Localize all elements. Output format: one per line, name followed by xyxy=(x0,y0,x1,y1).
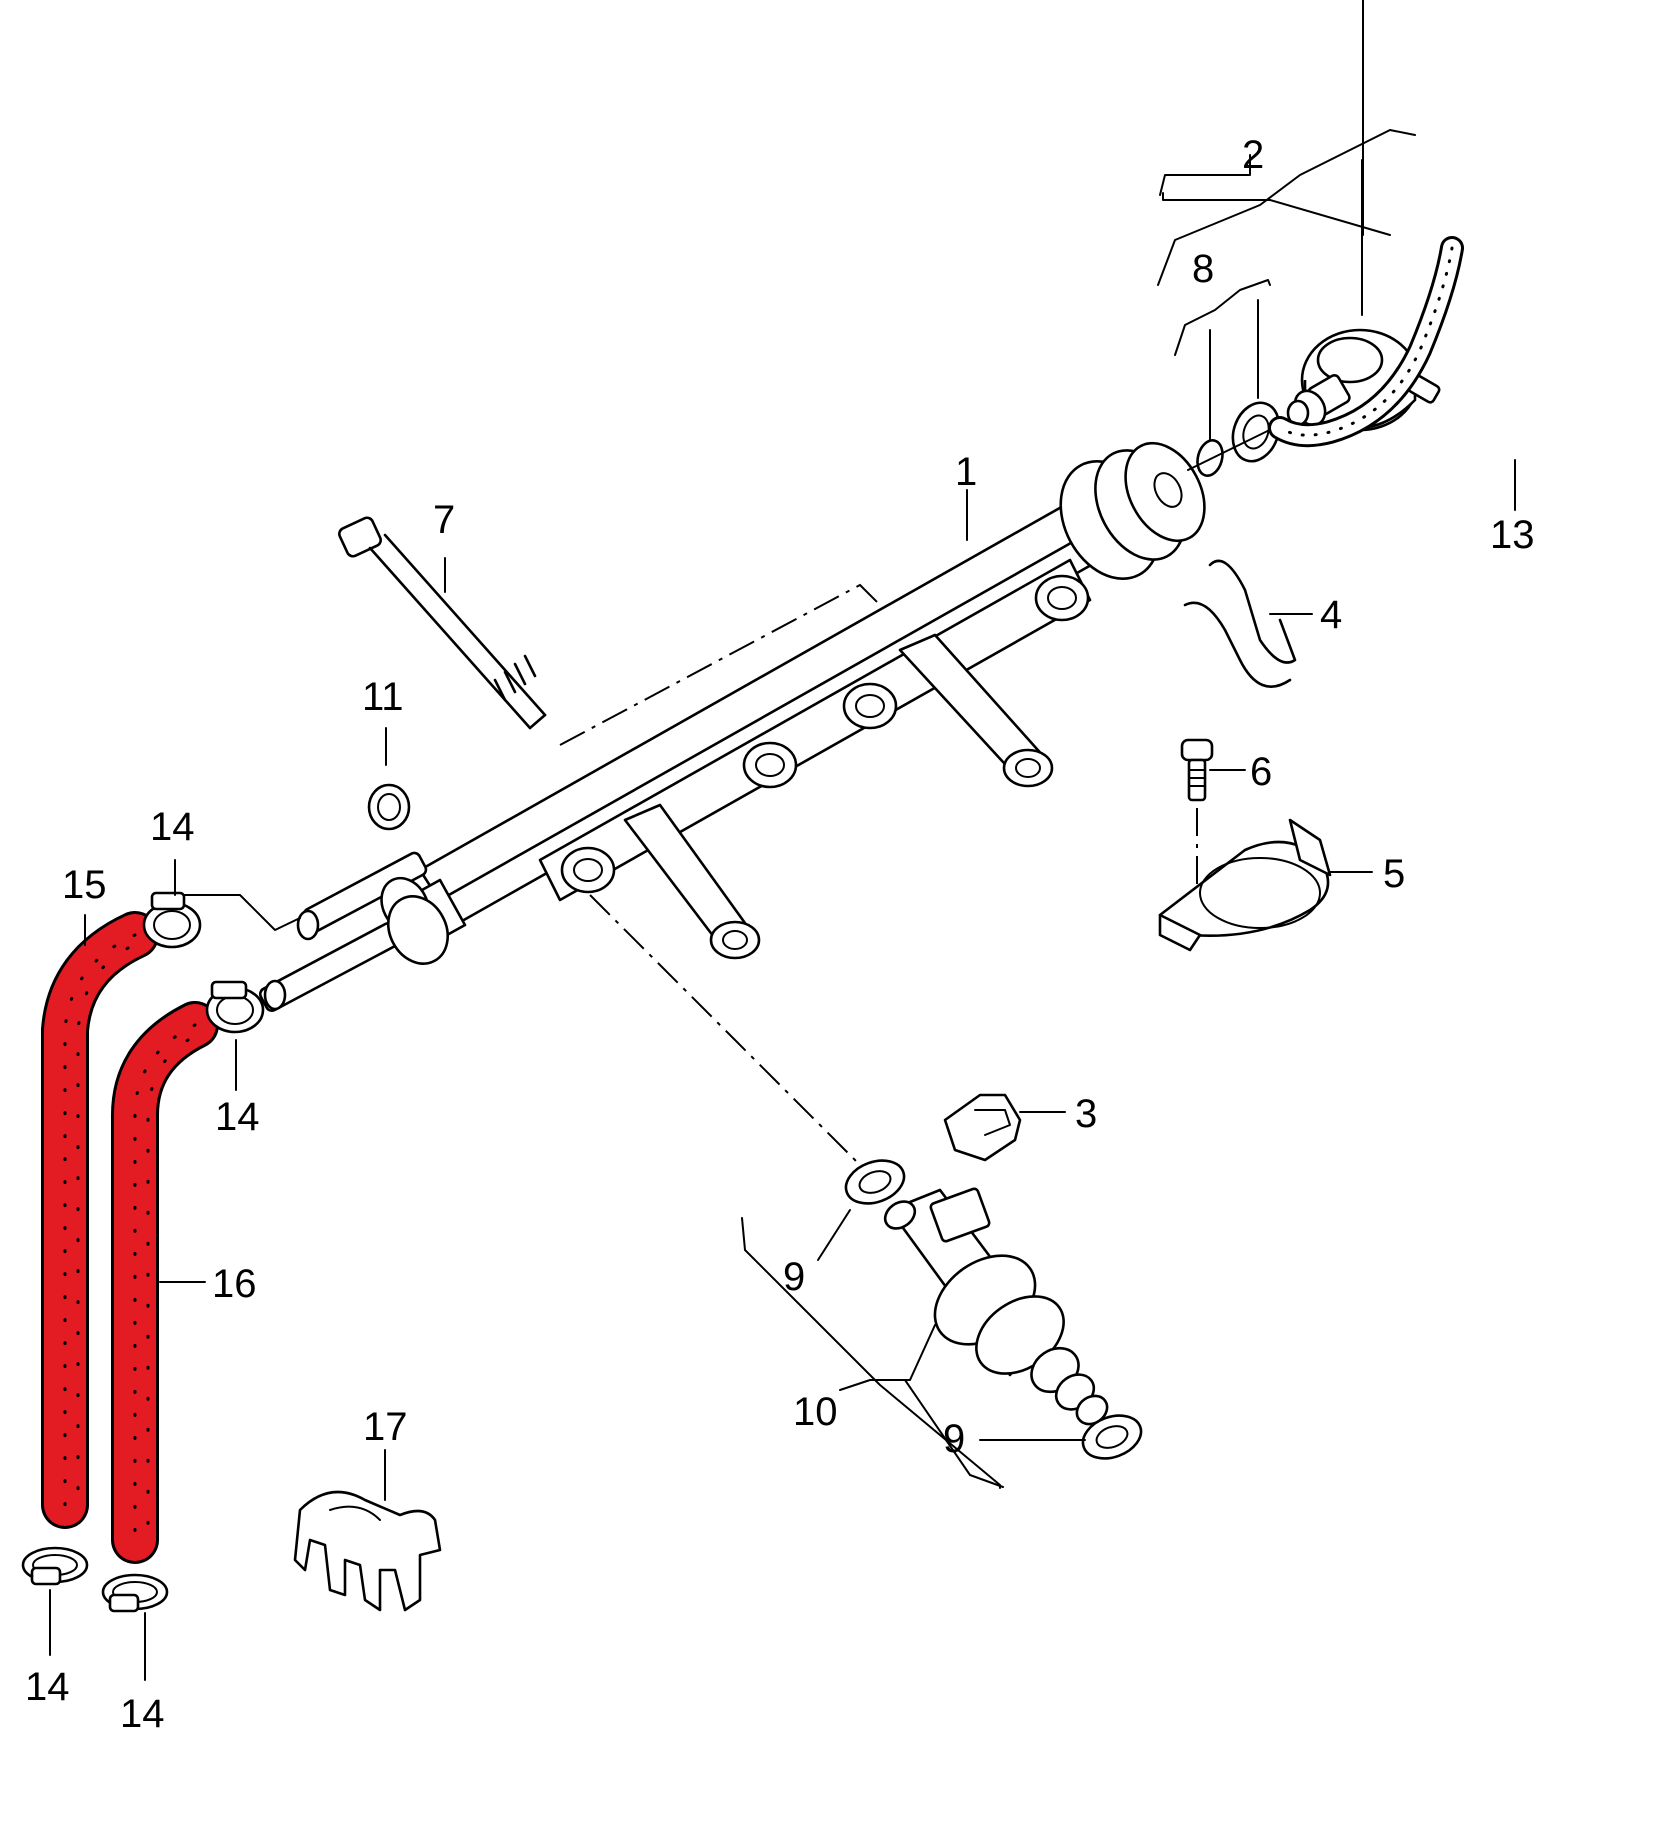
callout-14d: 14 xyxy=(120,1692,165,1736)
screw-6[interactable] xyxy=(1180,738,1214,802)
callout-14a: 14 xyxy=(150,805,195,849)
hose-clamp-14-lower-right[interactable] xyxy=(101,1573,169,1613)
callout-16: 16 xyxy=(212,1262,257,1306)
seal-ring-9-upper[interactable] xyxy=(840,1153,910,1211)
callout-5: 5 xyxy=(1383,852,1405,896)
long-bolt[interactable] xyxy=(337,516,547,730)
callout-8: 8 xyxy=(1192,247,1214,291)
callout-9b: 9 xyxy=(943,1417,965,1461)
callout-1: 1 xyxy=(955,450,977,494)
retaining-clip-4[interactable] xyxy=(1183,559,1297,688)
callout-14b: 14 xyxy=(215,1095,260,1139)
hose-clamp-14-middle[interactable] xyxy=(205,980,265,1034)
seal-ring-11[interactable] xyxy=(367,783,411,831)
hose-clamp-14-lower-left[interactable] xyxy=(21,1546,89,1586)
seal-ring-9-lower[interactable] xyxy=(1077,1408,1147,1466)
seal-ring-8-small[interactable] xyxy=(1194,438,1226,479)
fuel-injector[interactable] xyxy=(880,1187,1113,1430)
callout-15: 15 xyxy=(62,863,107,907)
callout-10: 10 xyxy=(793,1390,838,1434)
hose-clamp-14-upper[interactable] xyxy=(142,891,202,949)
callout-4: 4 xyxy=(1320,593,1342,637)
callout-9a: 9 xyxy=(783,1255,805,1299)
bracket-5[interactable] xyxy=(1158,818,1332,952)
callout-labels: 1 2 8 13 4 6 5 3 7 11 14 15 14 16 9 10 9… xyxy=(25,133,1535,1736)
retaining-clip-3[interactable] xyxy=(943,1093,1022,1162)
callout-2: 2 xyxy=(1242,133,1264,177)
callout-7: 7 xyxy=(433,498,455,542)
leader-lines xyxy=(49,0,1516,1681)
callout-14c: 14 xyxy=(25,1665,70,1709)
callout-6: 6 xyxy=(1250,750,1272,794)
fuel-hose-16[interactable] xyxy=(111,1001,219,1564)
fuel-rail[interactable] xyxy=(258,430,1220,1013)
hose-holder-17[interactable] xyxy=(293,1490,442,1612)
callout-11: 11 xyxy=(362,675,404,719)
callout-13: 13 xyxy=(1490,513,1535,557)
callout-17: 17 xyxy=(363,1405,408,1449)
vacuum-hose[interactable] xyxy=(1268,236,1464,448)
callout-3: 3 xyxy=(1075,1092,1097,1136)
fuel-hose-15[interactable] xyxy=(41,911,159,1529)
